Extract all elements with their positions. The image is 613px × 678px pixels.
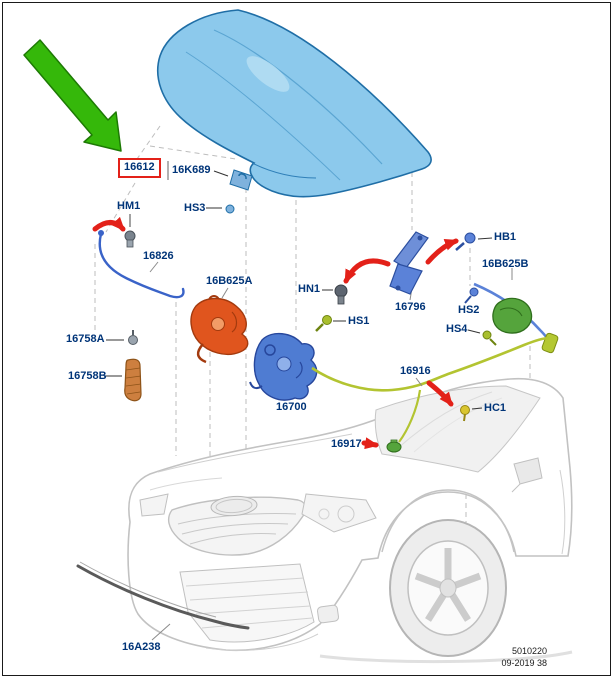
part-label-16B625B[interactable]: 16B625B [482,258,529,270]
front-wheel [389,519,507,657]
part-HS4-screw [467,329,497,346]
part-16916-cable [311,336,550,443]
part-HS1-screw [315,315,346,332]
part-HS2-screw [464,287,479,304]
drawing-number: 5010220 [511,645,547,656]
part-16B625B-release [473,268,559,354]
part-HC1-clip [460,405,483,422]
part-label-HM1[interactable]: HM1 [117,200,141,212]
lower-grille [179,563,315,643]
part-16826-cable [98,230,185,299]
part-label-16758B[interactable]: 16758B [68,370,107,382]
part-label-16K689[interactable]: 16K689 [172,164,211,176]
green-pointer-arrow [23,39,122,152]
part-label-16796[interactable]: 16796 [395,301,426,313]
part-label-HS2[interactable]: HS2 [458,304,480,316]
part-label-HN1[interactable]: HN1 [298,283,321,295]
part-label-16612-highlighted[interactable]: 16612 [118,158,161,178]
part-16917-grommet [386,439,402,453]
headlamp-right [301,493,377,533]
drawing-footer: 5010220 09-2019 38 [501,645,547,669]
part-HB1-stud [455,232,493,251]
headlamp-left [139,493,169,517]
part-HN1-stud [322,284,348,305]
part-label-HS3[interactable]: HS3 [184,202,206,214]
part-label-HC1[interactable]: HC1 [484,402,507,414]
part-label-16B625A[interactable]: 16B625A [206,275,253,287]
part-label-16826[interactable]: 16826 [143,250,174,262]
part-label-16916[interactable]: 16916 [400,365,431,377]
part-label-16700[interactable]: 16700 [276,401,307,413]
part-16758A-clip [106,330,138,345]
side-mirror [513,457,543,485]
part-label-16917[interactable]: 16917 [331,438,362,450]
part-HS3-bolt [206,204,235,214]
part-16K689-striker [213,169,253,191]
part-16A238-seal [76,561,250,641]
part-label-HS4[interactable]: HS4 [446,323,468,335]
part-16796-bracket [389,231,429,301]
part-16758B-boot [104,358,142,402]
vehicle-line-art [127,377,573,664]
part-16612-hood [156,9,432,198]
part-HM1-clip [124,214,136,248]
red-direction-arrows [92,216,459,450]
part-label-HB1[interactable]: HB1 [494,231,517,243]
part-label-16A238[interactable]: 16A238 [122,641,161,653]
part-label-16758A[interactable]: 16758A [66,333,105,345]
part-16B625A-latch [190,287,249,364]
drawing-revision: 09-2019 38 [501,657,547,668]
part-16700-latch [249,333,318,401]
part-label-HS1[interactable]: HS1 [348,315,370,327]
fog-lamp [317,604,339,624]
